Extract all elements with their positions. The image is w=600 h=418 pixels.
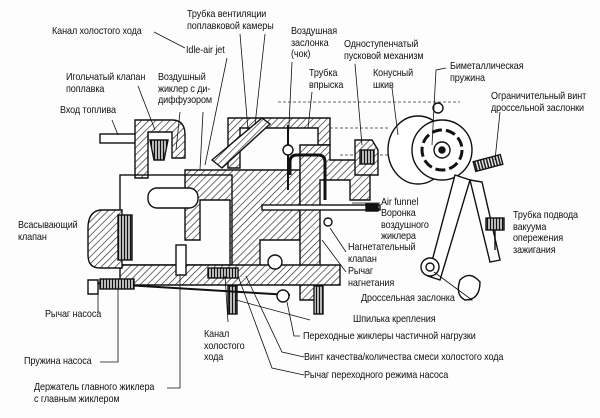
choke-housing-assembly <box>387 102 505 301</box>
label-fuel-inlet: Вход топлива <box>60 104 116 116</box>
leader-fuel-inlet <box>111 119 119 136</box>
mounting-stud-left <box>227 285 238 315</box>
leader-bimetal <box>431 67 447 146</box>
label-injection-tube: Трубка впрыска <box>309 67 344 91</box>
carburetor-body <box>87 117 381 315</box>
label-pump-transition-lever: Рычаг переходного режима насоса <box>304 369 449 381</box>
choke-pivot <box>282 144 294 156</box>
float-chamber-cover <box>134 119 186 179</box>
label-float-vent-tube: Трубка вентиляции поплавковой камеры <box>187 8 274 32</box>
leader-throttle-stop <box>494 111 501 161</box>
vacuum-spring <box>485 217 505 231</box>
label-air-jet-funnel: Воронка воздушного жиклера <box>381 207 429 242</box>
linkage-arm <box>427 174 471 281</box>
throttle-lever <box>457 274 481 301</box>
leader-pump-spring <box>100 287 119 363</box>
label-choke: Воздушная заслонка (чок) <box>291 25 338 60</box>
label-idle-mixture-screw: Винт качества/количества смеси холостого… <box>304 351 504 363</box>
label-idle-channel-bottom: Канал холостого хода <box>204 328 245 363</box>
label-air-jet-diffuser: Воздушный жиклер с ди- диффузором <box>158 71 213 106</box>
leader-idle-mixture-screw <box>245 275 305 358</box>
throttle-valve-center <box>425 262 435 272</box>
choke-hub-center <box>438 146 446 154</box>
leader-main-jet-holder <box>167 274 181 389</box>
label-air-funnel: Air funnel <box>381 196 419 208</box>
leader-choke <box>287 61 293 146</box>
linkage-arm-2 <box>469 179 501 263</box>
leader-vent-tube-1 <box>239 33 249 131</box>
leader-vent-tube-2 <box>254 33 266 126</box>
leader-discharge-valve <box>329 227 347 253</box>
starter-spring <box>359 149 375 165</box>
main-jet-holder <box>175 244 187 276</box>
label-discharge-valve: Нагнетательный клапан <box>348 241 416 265</box>
leader-pump-transition <box>237 275 305 376</box>
label-idle-air-jet: Idle-air jet <box>186 44 225 56</box>
leader-starter <box>354 63 363 146</box>
idle-screw-spring <box>207 267 239 279</box>
label-throttle-stop-screw: Ограничительный винт дроссельной заслонк… <box>491 90 587 114</box>
label-intake-valve: Всасывающий клапан <box>18 219 78 243</box>
mounting-stud-right <box>313 285 324 315</box>
central-body <box>184 169 301 281</box>
leader-throttle-valve <box>433 271 474 301</box>
throttle-hole <box>267 254 283 270</box>
label-single-stage-starter: Одноступенчатый пусковой механизм <box>344 38 424 62</box>
leader-air-jet-funnel <box>377 207 381 211</box>
leader-partial-load-jets <box>286 301 300 337</box>
float <box>147 187 199 209</box>
leader-idle-air-jet <box>204 57 228 166</box>
leader-air-jet-diffuser <box>175 111 181 151</box>
pump-spring <box>99 278 135 290</box>
label-main-jet-holder: Держатель главного жиклера с главным жик… <box>34 381 155 405</box>
label-float-needle-valve: Игольчатый клапан поплавка <box>66 71 146 95</box>
pump-housing <box>87 209 123 269</box>
housing-screw <box>432 102 444 114</box>
vent-tube <box>210 117 272 169</box>
bimetal-spring-coil <box>420 128 464 172</box>
label-discharge-lever: Рычаг нагнетания <box>348 265 395 289</box>
leader-discharge-lever <box>321 239 347 273</box>
leader-idle-channel-top <box>153 31 186 49</box>
label-cone-pulley: Конусный шкив <box>373 67 414 91</box>
label-vacuum-advance-tube: Трубка подвода вакуума опережения зажига… <box>513 209 578 256</box>
air-horn <box>227 117 331 169</box>
leader-needle-valve <box>137 85 156 131</box>
needle-valve <box>149 139 169 161</box>
label-bimetal-spring: Биметаллическая пружина <box>450 60 524 84</box>
pump-lever <box>87 279 99 295</box>
label-mounting-stud: Шпилька крепления <box>353 313 436 325</box>
leader-cone-pulley <box>391 87 399 136</box>
leader-mounting-stud <box>235 299 311 321</box>
air-funnel-tip <box>365 203 379 212</box>
leader-lines <box>97 31 501 389</box>
label-pump-spring: Пружина насоса <box>24 355 92 367</box>
label-idle-channel-top: Канал холостого хода <box>52 25 142 37</box>
lever-pivot <box>276 289 290 303</box>
label-throttle-valve: Дроссельная заслонка <box>361 292 455 304</box>
pump-diaphragm-spring <box>117 214 133 261</box>
leader-injection-tube <box>307 91 313 129</box>
label-pump-lever: Рычаг насоса <box>45 308 102 320</box>
throttle-stop-screw <box>472 153 504 173</box>
leader-idle-channel-bottom <box>224 275 229 323</box>
injection-tube <box>288 153 327 200</box>
leader-air-jet-diffuser-2 <box>199 111 204 171</box>
discharge-valve-ball <box>323 217 333 227</box>
label-partial-load-jets: Переходные жиклеры частичной нагрузки <box>303 330 476 342</box>
air-funnel-shaft <box>261 204 381 211</box>
